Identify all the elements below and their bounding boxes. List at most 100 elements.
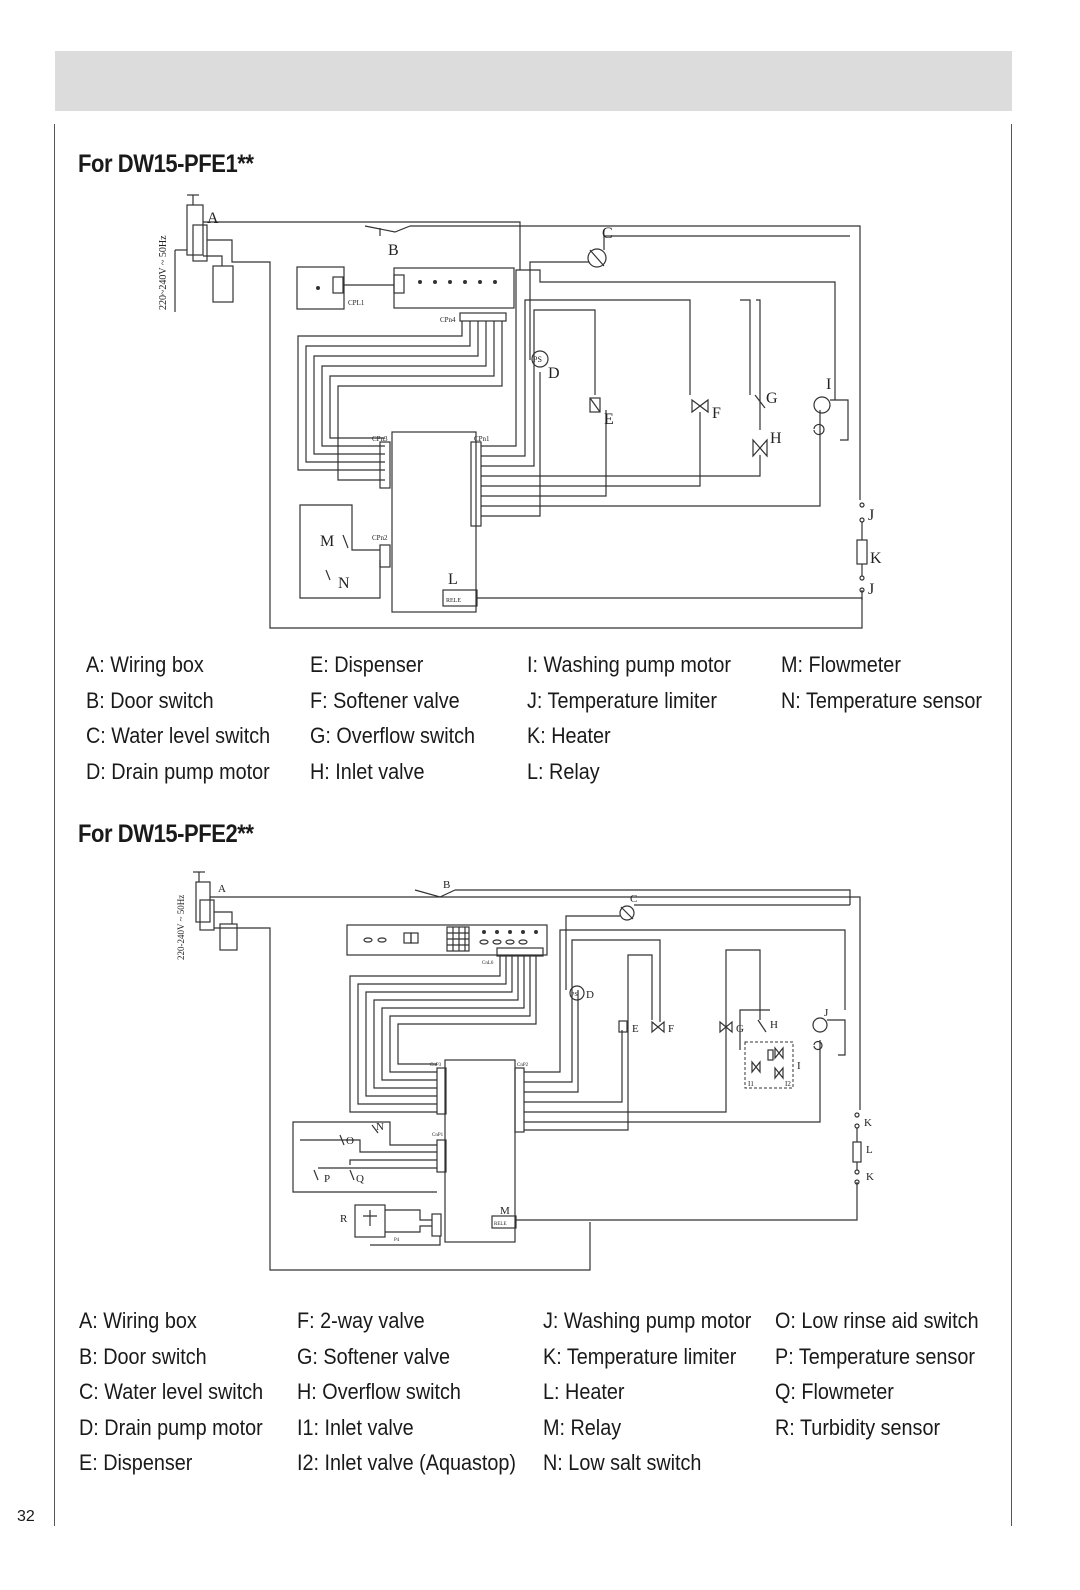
legend2-item: H: Overflow switch bbox=[297, 1379, 461, 1404]
two-way-valve-f-2 bbox=[651, 1020, 665, 1034]
label-f-1: F bbox=[712, 405, 721, 422]
label-m-1: M bbox=[320, 533, 334, 550]
label-a-2: A bbox=[218, 883, 226, 895]
connector-cnp2: CnP2 bbox=[517, 1063, 529, 1068]
control-panel-2 bbox=[346, 924, 548, 957]
washing-pump-i-1 bbox=[813, 396, 849, 441]
legend2-item: B: Door switch bbox=[79, 1344, 207, 1369]
legend1-item: L: Relay bbox=[527, 759, 600, 784]
inlet-valve-h-1 bbox=[752, 438, 768, 458]
bus-cnl6-cnp3 bbox=[349, 956, 537, 1113]
load-wires-2 bbox=[516, 929, 858, 1221]
legend2-item: J: Washing pump motor bbox=[543, 1308, 752, 1333]
label-h-1: H bbox=[770, 430, 782, 447]
legend2-item: E: Dispenser bbox=[79, 1450, 193, 1475]
label-g-1: G bbox=[766, 390, 778, 407]
legend2-item: I1: Inlet valve bbox=[297, 1415, 414, 1440]
label-b-1: B bbox=[388, 242, 399, 259]
relay-label-2: RELE bbox=[494, 1222, 507, 1227]
connector-cnp1: CnP1 bbox=[432, 1133, 444, 1138]
flowmeter-sensor-1 bbox=[299, 504, 381, 599]
legend1-item: G: Overflow switch bbox=[310, 723, 476, 748]
label-j-1b: J bbox=[868, 581, 874, 598]
heater-circuit-2 bbox=[852, 1112, 862, 1185]
drain-pump-d-1 bbox=[531, 350, 549, 368]
water-level-switch-c-1 bbox=[410, 225, 861, 500]
legend1-item: A: Wiring box bbox=[86, 652, 204, 677]
label-p-2: P bbox=[324, 1173, 330, 1185]
door-switch-b-2 bbox=[414, 889, 456, 898]
connector-cpn2: CPn2 bbox=[372, 534, 388, 542]
legend2-item: I2: Inlet valve (Aquastop) bbox=[297, 1450, 517, 1475]
label-f-2: F bbox=[668, 1023, 674, 1035]
legend1-item: N: Temperature sensor bbox=[781, 688, 983, 713]
heater-circuit-1 bbox=[856, 502, 868, 593]
label-i-2: I bbox=[797, 1060, 801, 1072]
legend1-item: J: Temperature limiter bbox=[527, 688, 717, 713]
page-number: 32 bbox=[17, 1508, 35, 1525]
label-o-2: O bbox=[346, 1135, 354, 1147]
label-c-1: C bbox=[602, 225, 613, 242]
label-g-2: G bbox=[736, 1023, 744, 1035]
connector-p4: P4 bbox=[394, 1238, 400, 1243]
legend2-item: C: Water level switch bbox=[79, 1379, 264, 1404]
label-c-2: C bbox=[630, 893, 637, 905]
connector-cnp3: CnP3 bbox=[430, 1063, 442, 1068]
label-k-2a: K bbox=[864, 1117, 872, 1129]
label-e-1: E bbox=[604, 411, 614, 428]
connector-cpl1: CPL1 bbox=[348, 299, 365, 307]
drain-pump-d-2 bbox=[569, 985, 585, 1001]
bus-cpn4-cpn3 bbox=[297, 321, 503, 481]
legend2-item: G: Softener valve bbox=[297, 1344, 450, 1369]
label-l-1: L bbox=[448, 571, 458, 588]
connector-cpn1: CPn1 bbox=[474, 435, 490, 443]
dispenser-e-2 bbox=[618, 1020, 628, 1033]
washing-pump-j-2 bbox=[812, 1017, 846, 1056]
load-wires-1 bbox=[476, 269, 863, 600]
control-board-2 bbox=[436, 1059, 525, 1243]
legend1-item: K: Heater bbox=[527, 723, 611, 748]
legend2-item: F: 2-way valve bbox=[297, 1308, 425, 1333]
legend1-item: F: Softener valve bbox=[310, 688, 460, 713]
softener-valve-g-2 bbox=[719, 1020, 733, 1034]
legend1-item: C: Water level switch bbox=[86, 723, 271, 748]
label-j-2: J bbox=[824, 1007, 829, 1019]
wiring-diagram-pfe2: A 220-240V ~ 50Hz B CnL6 bbox=[176, 871, 874, 1271]
label-m-2: M bbox=[500, 1205, 510, 1217]
overflow-switch-g-1 bbox=[754, 394, 766, 409]
label-i-1: I bbox=[826, 376, 831, 393]
wiring-diagram-pfe1: A 220~240V ~ 50Hz B CPL1 CPn4 bbox=[158, 194, 882, 629]
label-e-2: E bbox=[632, 1023, 639, 1035]
legend2-item: D: Drain pump motor bbox=[79, 1415, 263, 1440]
left-margin-rule bbox=[54, 124, 55, 1526]
section2-title: For DW15-PFE2** bbox=[78, 820, 254, 848]
overflow-switch-h-2 bbox=[757, 1019, 767, 1033]
legend2-item: L: Heater bbox=[543, 1379, 625, 1404]
label-k-1: K bbox=[870, 550, 882, 567]
header-band bbox=[55, 51, 1012, 111]
dispenser-e-1 bbox=[589, 397, 601, 413]
neutral-wire-1 bbox=[269, 312, 863, 629]
legend2-item: M: Relay bbox=[543, 1415, 622, 1440]
label-a-1: A bbox=[207, 210, 219, 227]
legend1-item: M: Flowmeter bbox=[781, 652, 901, 677]
label-b-2: B bbox=[443, 879, 450, 891]
control-panel-1 bbox=[296, 266, 515, 322]
label-d-1: D bbox=[548, 365, 560, 382]
label-j-1a: J bbox=[868, 507, 874, 524]
legend2-item: K: Temperature limiter bbox=[543, 1344, 737, 1369]
label-i2-2: I2 bbox=[785, 1080, 791, 1088]
legend2-item: O: Low rinse aid switch bbox=[775, 1308, 979, 1333]
relay-label-1: RELE bbox=[446, 598, 461, 604]
connector-cpn4: CPn4 bbox=[440, 316, 456, 324]
legend1-item: I: Washing pump motor bbox=[527, 652, 731, 677]
legend2-item: A: Wiring box bbox=[79, 1308, 197, 1333]
wiring-box-a-1 bbox=[174, 194, 521, 312]
inlet-valves-i-2 bbox=[744, 1041, 794, 1089]
legend2-item: N: Low salt switch bbox=[543, 1450, 702, 1475]
label-i1-2: I1 bbox=[748, 1080, 754, 1088]
legend1-item: D: Drain pump motor bbox=[86, 759, 270, 784]
softener-valve-f-1 bbox=[691, 398, 709, 414]
legend2-item: P: Temperature sensor bbox=[775, 1344, 975, 1369]
